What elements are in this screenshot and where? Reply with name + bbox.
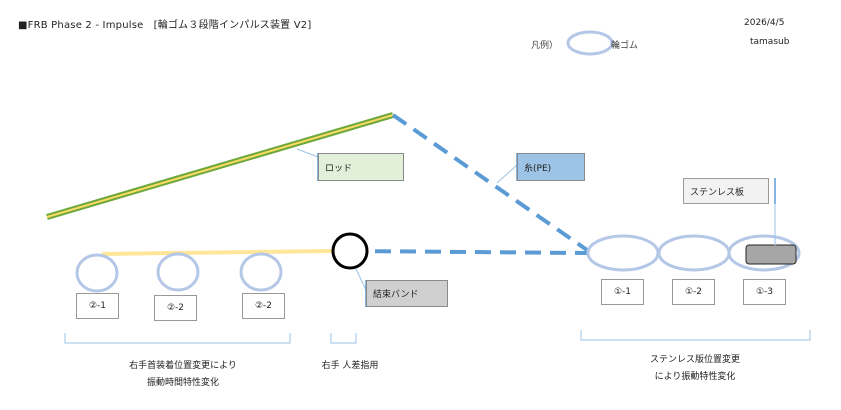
rod-callout-leader [296,148,319,158]
legend-prefix: 凡例） [531,41,559,51]
tag-1-2: ①-2 [672,279,715,305]
rubber-band-1-2 [657,234,731,272]
rod-line-highlight [46,114,394,218]
pe-string-lower [349,249,588,255]
tag-2-2a: ②-2 [154,295,197,321]
wrist-band-line [101,249,334,256]
left-caption-line2: 振動時間特性変化 [146,378,219,388]
right-caption-line1: ステンレス版位置変更 [649,355,740,365]
left-caption-line1: 右手首装着位置変更により [129,361,237,371]
date-label: 2026/4/5 [744,18,785,28]
band-ring [331,232,369,270]
middle-caption: 右手 人差指用 [321,361,379,371]
rubber-band-2-2a [156,252,200,292]
steel-label-box: ステンレス板 [683,178,769,204]
pe-callout-leader [496,164,518,184]
tag-2-1: ②-1 [76,293,119,319]
rubber-band-1-1 [586,234,660,272]
steel-plate [745,244,797,265]
legend-rubber-band-icon [566,30,614,56]
left-caption: 右手首装着位置変更により 振動時間特性変化 [108,358,258,392]
author-label: tamasub [750,37,790,47]
right-caption: ステンレス版位置変更 により振動特性変化 [615,352,775,386]
rubber-band-2-1 [75,253,119,293]
band-label-box: 結束バンド [366,280,448,307]
page-title: ■FRB Phase 2 - Impulse [輪ゴム３段階インパルス装置 V2… [18,20,312,31]
band-callout-leader [355,268,367,291]
rubber-band-2-2b [239,252,283,292]
left-bracket [64,333,291,344]
right-bracket [580,330,811,341]
rod-label-box: ロッド [318,153,404,181]
tag-1-3: ①-3 [743,279,786,305]
middle-bracket [330,333,357,344]
pe-string-upper [391,113,589,252]
legend-label: 輪ゴム [611,41,639,51]
tag-2-2b: ②-2 [242,293,285,319]
pe-label-box: 糸(PE) [517,153,585,181]
tag-1-1: ①-1 [601,279,644,305]
right-caption-line2: により振動特性変化 [654,372,736,382]
